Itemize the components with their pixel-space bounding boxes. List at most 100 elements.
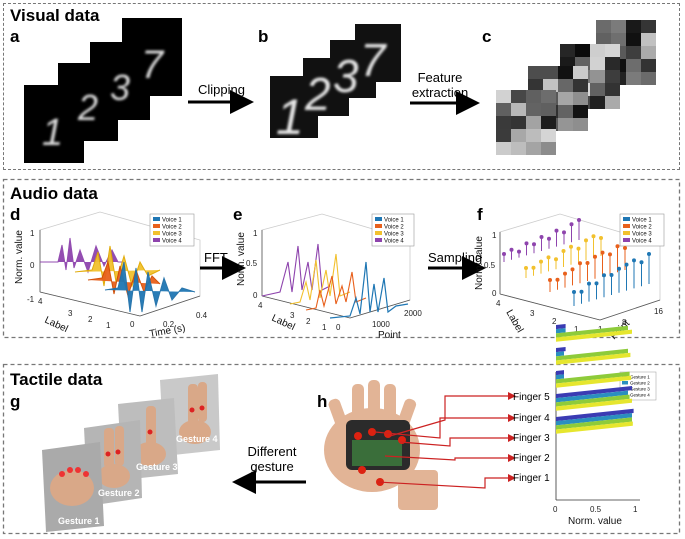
stem-marker <box>608 252 612 257</box>
stem-marker <box>632 258 636 263</box>
stem-marker <box>639 260 644 265</box>
stem-marker <box>562 230 566 235</box>
stem-marker <box>563 271 567 276</box>
finger-connectors <box>374 395 508 489</box>
svg-text:Voice 2: Voice 2 <box>384 225 404 231</box>
svg-text:8: 8 <box>622 318 627 327</box>
stem-marker <box>548 278 552 282</box>
stem-marker <box>569 222 574 227</box>
svg-text:4: 4 <box>496 299 501 308</box>
stem-marker <box>539 235 544 239</box>
different-gesture-label-line2: gesture <box>250 459 294 474</box>
gesture-photo-stack-g: Gesture 1 Gesture 2 Gesture 3 Gesture 4 <box>42 374 220 532</box>
svg-text:3: 3 <box>68 309 73 318</box>
svg-text:0: 0 <box>253 291 258 300</box>
panel-e-label: e <box>233 205 243 224</box>
stem-marker <box>578 261 582 266</box>
panel-b-label: b <box>258 27 269 46</box>
bar-finger-4-gesture-4 <box>556 352 631 365</box>
stem-marker <box>615 244 620 249</box>
svg-text:3: 3 <box>110 67 130 108</box>
svg-text:Voice 3: Voice 3 <box>384 232 404 238</box>
svg-text:Voice 1: Voice 1 <box>384 218 404 224</box>
fft-label: FFT <box>204 250 228 265</box>
svg-text:Point: Point <box>378 330 401 341</box>
svg-text:Voice 2: Voice 2 <box>632 225 652 231</box>
bar-finger-3-gesture-1 <box>556 370 564 376</box>
svg-text:-1: -1 <box>27 295 35 304</box>
glove-device-h <box>324 380 438 510</box>
svg-text:7: 7 <box>360 34 387 86</box>
svg-text:3: 3 <box>290 311 295 320</box>
stem-marker <box>555 277 560 282</box>
svg-text:1: 1 <box>253 229 258 238</box>
stem-marker <box>531 265 536 270</box>
voice-2-stems <box>548 244 627 292</box>
audio-data-title: Audio data <box>10 184 98 203</box>
stem-marker <box>594 281 599 286</box>
clipped-digit-stack-b: 7 3 2 1 <box>270 24 401 145</box>
stem-marker <box>546 255 551 260</box>
bar-finger-5-gesture-2 <box>556 328 566 334</box>
bar-finger-4-gesture-3 <box>556 348 628 361</box>
voice-3-stems <box>524 234 603 278</box>
feature-map-4 <box>496 90 556 155</box>
svg-text:Voice 1: Voice 1 <box>632 218 652 224</box>
bar-finger-2-gesture-3 <box>556 394 630 407</box>
mnist-digit-stack-a: 7 3 2 1 <box>24 18 182 163</box>
stem-marker <box>576 246 581 251</box>
stem-marker <box>600 250 605 255</box>
different-gesture-label-line1: Different <box>247 444 297 459</box>
stem-marker <box>602 273 606 278</box>
svg-text:1: 1 <box>492 231 497 240</box>
stem-marker <box>579 289 584 294</box>
gesture-4-label: Gesture 4 <box>176 434 218 444</box>
svg-text:Gesture 4: Gesture 4 <box>630 393 650 398</box>
svg-text:Norm. value: Norm. value <box>568 516 622 527</box>
stem-marker <box>591 234 596 239</box>
visual-data-panel <box>3 3 680 170</box>
stem-marker <box>569 244 573 249</box>
stem-marker <box>647 252 651 256</box>
voice-2-spectrum <box>305 271 367 311</box>
voice-1-stems <box>572 252 651 306</box>
chart-h-bars: Gesture 1 Gesture 2 Gesture 3 Gesture 4 … <box>553 323 657 527</box>
svg-text:0.4: 0.4 <box>196 311 208 320</box>
finger-arrowheads <box>508 392 516 482</box>
panel-a-label: a <box>10 27 20 46</box>
bar-finger-4-gesture-1 <box>556 346 566 353</box>
gesture-1-label: Gesture 1 <box>58 516 100 526</box>
stem-marker <box>524 266 528 270</box>
clipping-label: Clipping <box>198 82 245 97</box>
bar-finger-3-gesture-4 <box>556 375 632 388</box>
bar-finger-2-gesture-2 <box>556 390 628 403</box>
stem-marker <box>539 259 543 264</box>
finger-1-label: Finger 1 <box>513 473 550 484</box>
svg-text:1: 1 <box>574 325 579 334</box>
stem-marker <box>509 247 514 252</box>
voice-1-spectrum <box>329 261 409 319</box>
svg-text:0.2: 0.2 <box>163 320 175 329</box>
svg-text:2: 2 <box>552 317 557 326</box>
finger-2-label: Finger 2 <box>513 453 550 464</box>
stem-marker <box>572 290 576 294</box>
stem-marker <box>524 241 529 246</box>
voice-4-waveform <box>40 237 124 274</box>
svg-text:4: 4 <box>38 297 43 306</box>
svg-text:Voice 3: Voice 3 <box>162 232 182 238</box>
panel-c-label: c <box>482 27 492 46</box>
bar-finger-5-gesture-4 <box>556 329 632 342</box>
feature-extraction-label-line1: Feature <box>417 70 463 85</box>
stem-marker <box>577 218 581 222</box>
svg-text:0: 0 <box>336 323 341 332</box>
gesture-1-photo <box>42 442 104 532</box>
bar-finger-2-gesture-4 <box>556 398 632 411</box>
svg-text:3: 3 <box>333 50 359 102</box>
bar-finger-5-gesture-3 <box>556 325 628 338</box>
bar-finger-3-gesture-2 <box>556 374 564 380</box>
svg-text:2: 2 <box>304 68 331 120</box>
bar-finger-5-gesture-1 <box>556 323 566 330</box>
svg-text:1: 1 <box>42 112 63 154</box>
svg-text:2: 2 <box>306 317 311 326</box>
